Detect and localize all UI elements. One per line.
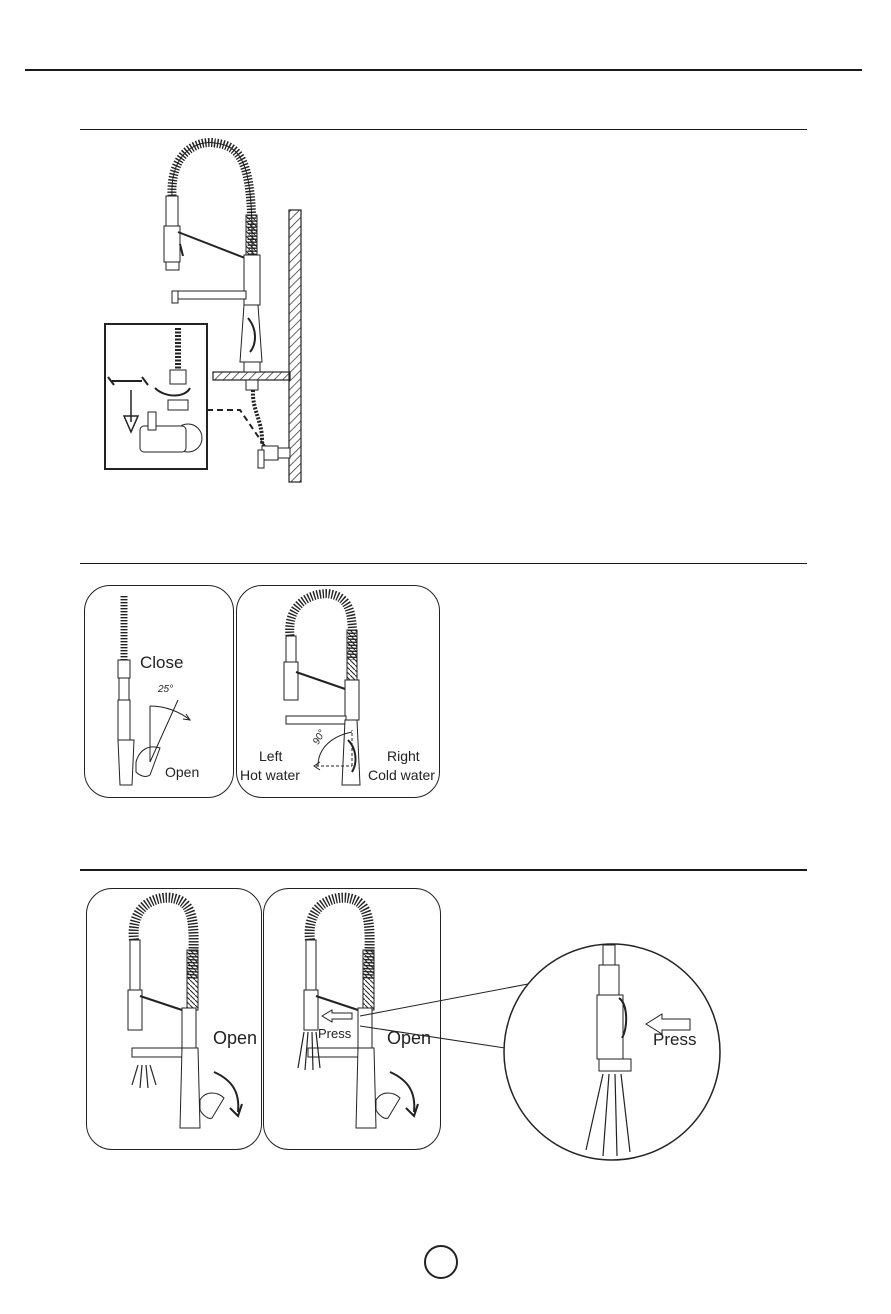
press-label-zoom: Press (653, 1030, 696, 1050)
open-label-stream: Open (213, 1028, 257, 1049)
open-label-press: Open (387, 1028, 431, 1049)
page-number-badge (424, 1245, 458, 1279)
press-label-small: Press (318, 1026, 351, 1041)
